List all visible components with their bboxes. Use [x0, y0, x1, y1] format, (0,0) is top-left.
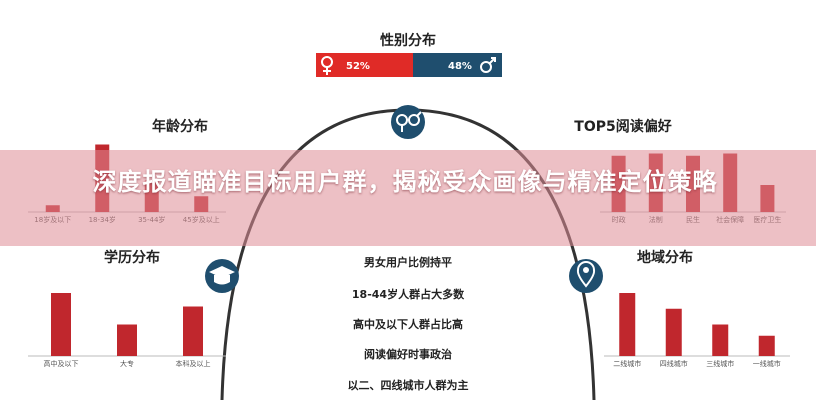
- bar: [619, 293, 636, 356]
- center-item: 18-44岁人群占大多数: [352, 287, 465, 301]
- bar: [117, 324, 137, 356]
- center-item: 高中及以下人群占比高: [353, 317, 463, 331]
- bar: [183, 306, 203, 356]
- chart-title: 地域分布: [637, 249, 693, 266]
- center-item: 男女用户比例持平: [364, 255, 452, 269]
- chart-title: TOP5阅读偏好: [574, 118, 671, 135]
- headline-banner: [0, 150, 816, 246]
- center-item: 阅读偏好时事政治: [364, 347, 452, 361]
- female-icon: [321, 56, 333, 75]
- center-item: 以二、四线城市人群为主: [348, 378, 469, 392]
- chart-title: 学历分布: [104, 249, 160, 266]
- center-summary-list: 男女用户比例持平 18-44岁人群占大多数 高中及以下人群占比高 阅读偏好时事政…: [348, 255, 469, 392]
- bar: [51, 293, 71, 356]
- bar: [758, 335, 775, 356]
- x-tick-label: 二线城市: [613, 359, 641, 368]
- gender-bar: 52% 48%: [316, 53, 502, 77]
- chart-title: 年龄分布: [152, 118, 208, 135]
- x-tick-label: 三线城市: [706, 359, 734, 368]
- gender-male-segment: [413, 53, 502, 77]
- gender-title: 性别分布: [380, 32, 436, 49]
- gender-female-label: 52%: [346, 61, 370, 72]
- location-pin-icon: [569, 259, 603, 293]
- headline-text: 深度报道瞄准目标用户群，揭秘受众画像与精准定位策略: [92, 168, 718, 196]
- gender-icon: [391, 105, 425, 139]
- x-tick-label: 四线城市: [660, 359, 688, 368]
- bar: [665, 308, 682, 356]
- x-tick-label: 一线城市: [753, 359, 781, 368]
- gender-male-label: 48%: [448, 61, 472, 72]
- x-tick-label: 高中及以下: [44, 359, 79, 368]
- graduation-cap-icon: [205, 259, 239, 293]
- x-tick-label: 本科及以上: [176, 359, 211, 368]
- x-tick-label: 大专: [120, 359, 134, 368]
- bar: [712, 324, 729, 356]
- male-icon: [480, 57, 496, 73]
